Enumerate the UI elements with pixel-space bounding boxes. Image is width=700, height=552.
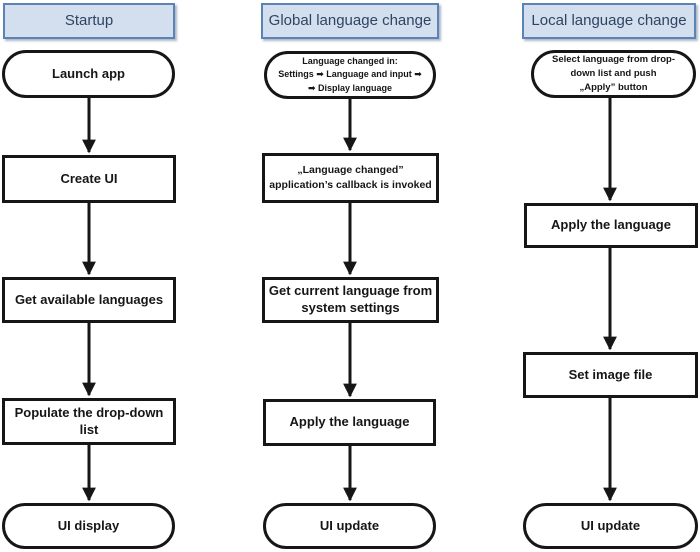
node-set-image-file: Set image file xyxy=(523,352,698,398)
node-language-changed-callback: „Language changed” application’s callbac… xyxy=(262,153,439,203)
node-create-ui: Create UI xyxy=(2,155,176,203)
node-ui-update-local: UI update xyxy=(523,503,698,549)
node-select-language-drop-down: Select language from drop- down list and… xyxy=(531,50,696,98)
header-startup: Startup xyxy=(3,3,175,39)
node-get-available-languages: Get available languages xyxy=(2,277,176,323)
node-ui-update-global: UI update xyxy=(263,503,436,549)
node-get-current-language: Get current language from system setting… xyxy=(262,277,439,323)
node-apply-the-language-global: Apply the language xyxy=(263,399,436,446)
node-launch-app: Launch app xyxy=(2,50,175,98)
node-language-changed-in-settings: Language changed in: Settings ➡ Language… xyxy=(264,51,436,99)
node-apply-the-language-local: Apply the language xyxy=(524,203,698,248)
header-global-language-change: Global language change xyxy=(261,3,439,39)
header-local-language-change: Local language change xyxy=(522,3,696,39)
node-ui-display: UI display xyxy=(2,503,175,549)
node-populate-drop-down-list: Populate the drop-down list xyxy=(2,398,176,445)
